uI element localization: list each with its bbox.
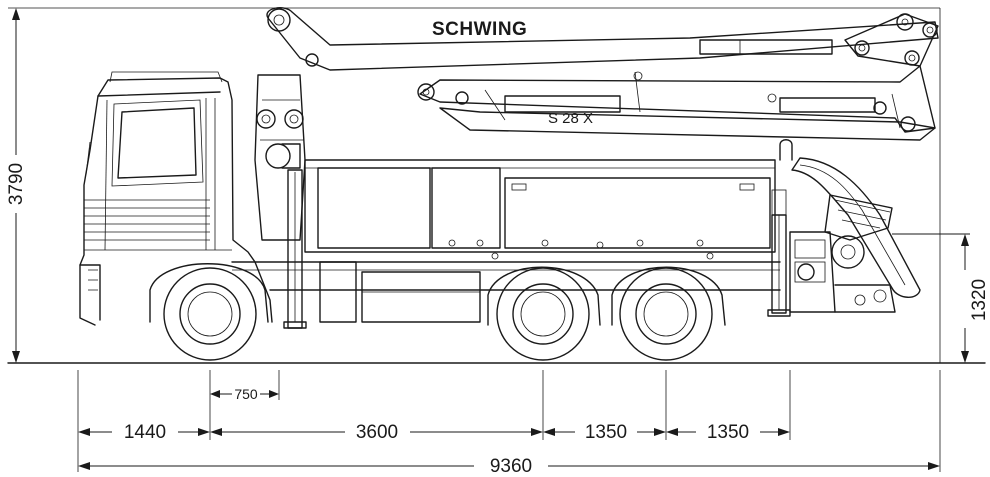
body-outline: [304, 159, 776, 253]
rear-height-label: 1320: [969, 279, 990, 321]
reference-lines: [7, 7, 986, 364]
boom-section-2: [419, 65, 936, 133]
water-tank: [361, 271, 481, 323]
door-front-edge: [104, 99, 108, 251]
boom-cylinder-1: [699, 39, 833, 55]
cab-roof-line: [97, 91, 221, 97]
delivery-pipe-bend: [791, 157, 921, 298]
boom-pivot-3: [417, 83, 435, 101]
body-bolts: [448, 239, 714, 260]
front-wheel-arch: [149, 263, 269, 323]
boom-cylinder-2: [504, 95, 621, 113]
brand-label: SCHWING: [432, 19, 527, 40]
boom-turret: [254, 74, 307, 329]
front-bumper: [79, 264, 101, 321]
rear-wheel-2: [611, 266, 726, 361]
boom-cylinder-3: [779, 97, 876, 113]
dimension-wheelbase: 3600: [210, 422, 543, 443]
dimension-outrigger-offset: 750: [210, 386, 279, 402]
dimension-rear-height: 1320: [892, 233, 990, 363]
boom-knuckle-right: [844, 13, 939, 67]
turret-bolt-left: [256, 109, 276, 129]
pump-base: [834, 284, 896, 313]
turret-column: [254, 74, 306, 241]
boom-pivot-2: [305, 53, 319, 67]
turret-bolt-right: [284, 109, 304, 129]
dimension-overall-length: 9360: [78, 456, 940, 477]
battery-box: [319, 261, 357, 323]
boom-pivot-main: [267, 8, 291, 32]
boom-pivot-6: [873, 101, 887, 115]
axle-spacing-1-label: 1350: [585, 422, 627, 443]
boom-link-1: [484, 89, 506, 121]
outrigger-offset-label: 750: [234, 386, 258, 402]
front-wheel: [163, 267, 257, 361]
truck-cab: [79, 71, 273, 326]
boom-section-3: [439, 107, 936, 141]
wheelbase-label: 3600: [356, 422, 398, 443]
delivery-pipe-top: [779, 139, 793, 161]
box-latch-2: [739, 183, 755, 191]
model-label: S 28 X: [548, 110, 593, 127]
dimension-front-overhang: 1440: [78, 422, 210, 443]
rear-wheel-1: [487, 266, 601, 361]
dimension-axle-spacing-2: 1350: [666, 422, 790, 443]
hopper: [824, 194, 893, 241]
cab-window: [117, 107, 197, 179]
agitator: [831, 235, 865, 269]
storage-box-2: [431, 167, 501, 249]
wheels: [163, 266, 726, 361]
axle-spacing-2-label: 1350: [707, 422, 749, 443]
mirror: [85, 141, 91, 176]
cab-sunvisor: [109, 71, 223, 83]
pump-housing: [789, 231, 836, 313]
pump-valve: [797, 263, 815, 281]
cab-window-frame: [111, 99, 204, 187]
turret-pipe-bend: [265, 143, 291, 169]
storage-box-1: [317, 167, 431, 249]
dimension-axle-spacing-1: 1350: [543, 422, 666, 443]
storage-box-3: [504, 177, 771, 249]
overall-length-label: 9360: [490, 456, 532, 477]
dimension-overall-height: 3790: [2, 8, 30, 363]
bumper-lights: [88, 269, 98, 291]
body-boxes: [304, 159, 776, 323]
rear-pump-unit: [767, 139, 921, 317]
front-grille: [84, 199, 232, 251]
concrete-pump-boom: S 28 X SCHWING: [266, 7, 939, 141]
dimension-extension-lines: [77, 370, 941, 472]
boom-link-2: [891, 93, 901, 129]
boom-pivot-4: [455, 91, 469, 105]
cab-outline: [79, 77, 273, 326]
boom-section-1: [266, 7, 939, 71]
overall-height-label: 3790: [6, 163, 27, 205]
boom-pipe-clamp: [634, 71, 641, 113]
box-latch-1: [511, 183, 527, 191]
turret-pipe: [281, 143, 301, 169]
front-overhang-label: 1440: [124, 422, 166, 443]
